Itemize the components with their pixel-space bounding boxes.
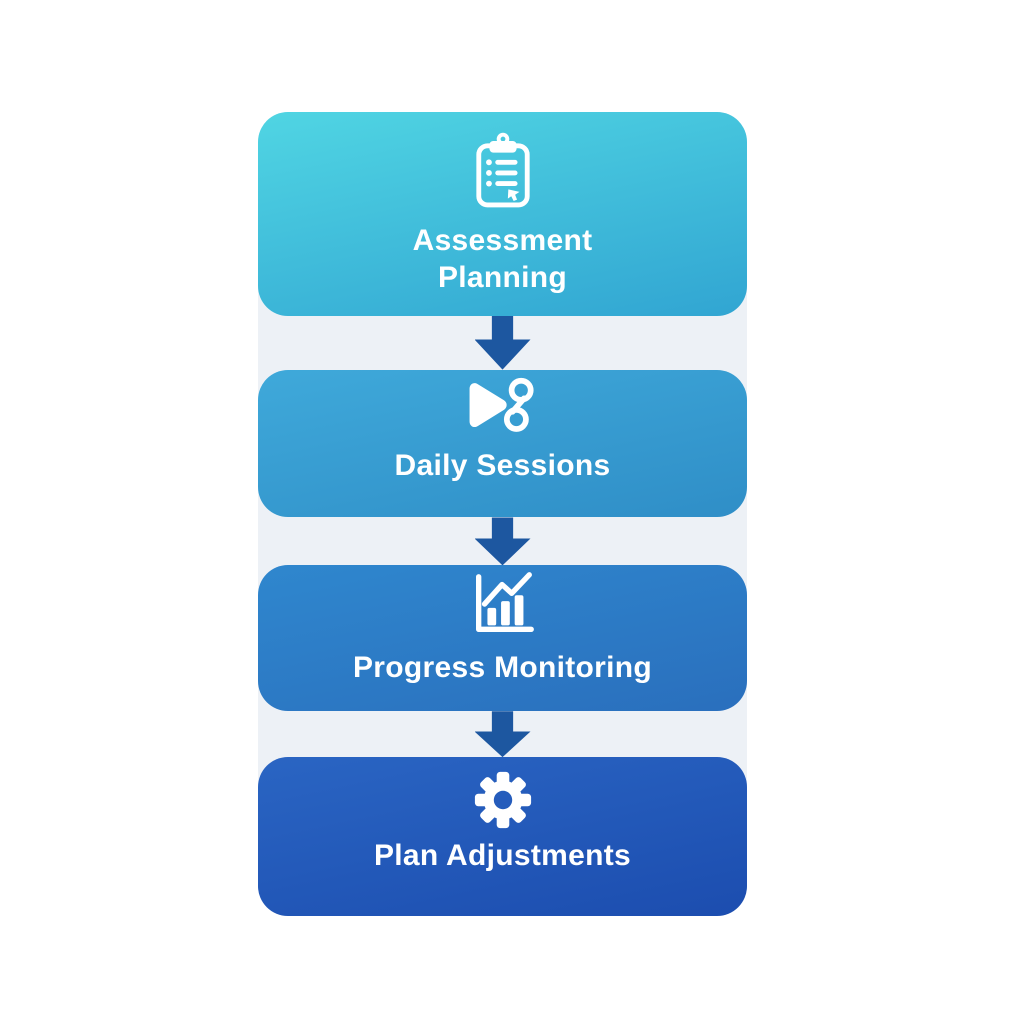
play-sessions-icon <box>460 377 546 437</box>
step-label: Assessment Planning <box>412 223 593 294</box>
step-plan-adjustments: Plan Adjustments <box>258 757 747 916</box>
down-arrow-icon <box>474 517 531 566</box>
connector-gap <box>258 711 747 758</box>
step-label: Daily Sessions <box>394 449 611 483</box>
connector-gap <box>258 315 747 370</box>
flow-track: Assessment Planning Daily Sessions <box>258 112 747 916</box>
down-arrow-icon <box>474 315 531 370</box>
step-assessment-planning: Assessment Planning <box>258 112 747 316</box>
down-arrow-icon <box>474 711 531 758</box>
step-label: Plan Adjustments <box>373 839 632 873</box>
gear-icon <box>472 769 534 831</box>
step-daily-sessions: Daily Sessions <box>258 369 747 518</box>
step-progress-monitoring: Progress Monitoring <box>258 565 747 712</box>
bar-chart-trend-icon <box>467 569 539 641</box>
step-label: Progress Monitoring <box>352 650 653 684</box>
connector-gap <box>258 517 747 566</box>
clipboard-checklist-icon <box>472 132 534 210</box>
